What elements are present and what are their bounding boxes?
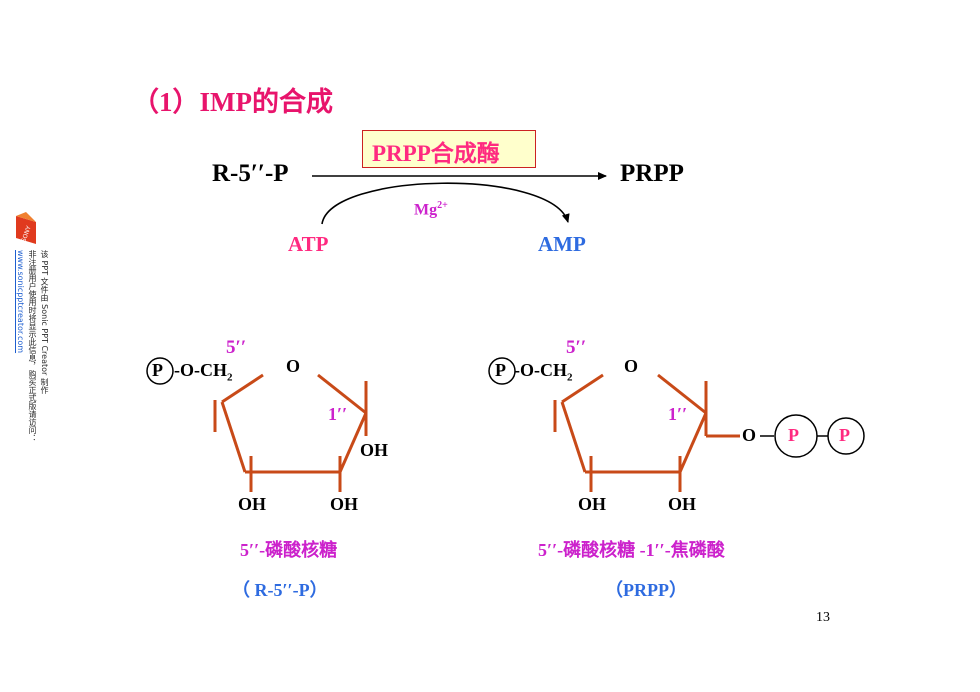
right-compound-abbr: （PRPP） [605, 580, 687, 600]
left-c1-label: 1′′ [328, 404, 348, 424]
cofactor-label: Mg2+ [414, 200, 448, 219]
right-phosphate-circle [488, 357, 516, 385]
left-compound-abbr: （ R-5′′-P） [232, 580, 328, 600]
right-oh-bottom-right: OH [668, 494, 697, 514]
pyrophosphate-p1-label: P [788, 425, 799, 445]
watermark: SONY 该 PPT 文件由 Sonic PPT Creator 制作 非注册用… [14, 212, 49, 497]
left-phosphate-circle [146, 357, 174, 385]
watermark-url: www.sonicpptcreator.com [16, 250, 25, 354]
watermark-text: 该 PPT 文件由 Sonic PPT Creator 制作 非注册用户使用时将… [16, 250, 49, 442]
sony-logo-icon: SONY [16, 212, 36, 244]
right-ribose-ring [553, 373, 740, 492]
left-oh-bottom-right: OH [330, 494, 359, 514]
amp-label: AMP [538, 232, 586, 256]
pyrophosphate-p2-label: P [839, 425, 850, 445]
left-oh-bottom-left: OH [238, 494, 267, 514]
page-number: 13 [816, 610, 830, 625]
enzyme-label: PRPP合成酶 [372, 141, 500, 166]
product-label: PRPP [620, 160, 684, 187]
page-title: （1）IMP的合成 [132, 87, 333, 117]
right-link-oxygen: O [742, 425, 757, 445]
left-oh-right: OH [360, 440, 389, 460]
right-c5-label: 5′′ [566, 337, 587, 358]
left-phosphate-label: P [152, 360, 163, 380]
right-compound-name: 5′′-磷酸核糖 -1′′-焦磷酸 [538, 540, 725, 560]
left-linker-label: -O-CH2 [174, 360, 233, 384]
pyrophosphate-p2-circle [827, 417, 865, 455]
right-ring-oxygen: O [624, 356, 639, 376]
substrate-label: R-5′′-P [212, 160, 289, 187]
right-phosphate-label: P [495, 360, 506, 380]
right-oh-bottom-left: OH [578, 494, 607, 514]
atp-label: ATP [288, 232, 329, 256]
cofactor-curve-arrow [321, 182, 570, 225]
left-c5-label: 5′′ [226, 337, 247, 358]
left-ring-oxygen: O [286, 356, 301, 376]
left-compound-name: 5′′-磷酸核糖 [240, 540, 338, 560]
enzyme-box [362, 130, 536, 168]
right-c1-label: 1′′ [668, 404, 688, 424]
left-ribose-ring [213, 373, 368, 492]
right-linker-label: -O-CH2 [514, 360, 573, 384]
